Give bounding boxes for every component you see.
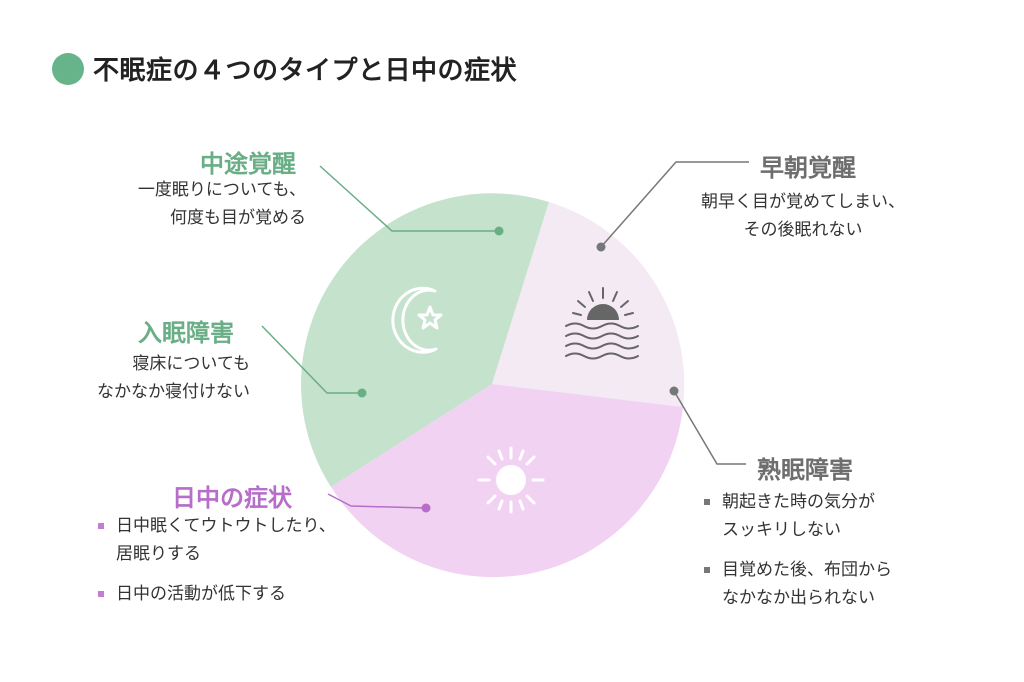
- title-row: 不眠症の４つのタイプと日中の症状: [52, 50, 517, 87]
- desc-sleep-onset: 寝床についても なかなか寝付けない: [40, 350, 250, 406]
- bullet-item: 日中の活動が低下する: [98, 580, 336, 608]
- label-deep-sleep: 熟眠障害: [757, 456, 853, 484]
- bullet-marker: [704, 567, 710, 573]
- label-mid-awakening: 中途覚醒: [200, 150, 296, 178]
- leader-dot-deep-sleep: [669, 386, 679, 396]
- bullet-line: 日中の活動が低下する: [116, 584, 286, 604]
- leader-line-sleep-onset: [261, 325, 362, 394]
- leader-dot-sleep-onset: [357, 388, 367, 398]
- bullet-marker: [98, 591, 104, 597]
- sunrise-over-waves-icon: [565, 287, 639, 360]
- desc-line: 朝早く目が覚めてしまい、: [701, 192, 905, 212]
- page-title: 不眠症の４つのタイプと日中の症状: [93, 56, 518, 86]
- title-bullet-dot: [52, 52, 84, 85]
- bullet-line: 日中眠くてウトウトしたり、: [116, 516, 336, 536]
- bullet-line: 目覚めた後、布団から: [722, 560, 892, 580]
- leader-line-deep-sleep: [673, 390, 746, 465]
- label-early-awakening: 早朝覚醒: [760, 154, 856, 182]
- bullets-daytime-symptoms: 日中眠くてウトウトしたり、 居眠りする 日中の活動が低下する: [98, 512, 336, 608]
- crescent-moon-star-icon: [391, 286, 443, 354]
- desc-line: その後眠れない: [743, 220, 863, 240]
- label-sleep-onset: 入眠障害: [138, 319, 234, 347]
- leader-dot-mid-awakening: [494, 226, 504, 236]
- segment-lavender: [492, 202, 685, 407]
- leader-line-daytime: [327, 493, 427, 509]
- leader-dot-early-awakening: [596, 242, 606, 252]
- desc-line: なかなか寝付けない: [97, 382, 250, 402]
- bullets-deep-sleep: 朝起きた時の気分が スッキリしない 目覚めた後、布団から なかなか出られない: [704, 488, 892, 612]
- sun-icon: [477, 446, 545, 514]
- bullet-item: 目覚めた後、布団から なかなか出られない: [704, 556, 892, 612]
- bullet-line: 居眠りする: [116, 544, 201, 564]
- desc-line: 何度も目が覚める: [170, 208, 306, 228]
- leader-dot-daytime: [421, 503, 431, 513]
- desc-line: 一度眠りについても、: [137, 180, 306, 200]
- bullet-marker: [704, 499, 710, 505]
- bullet-line: スッキリしない: [722, 520, 841, 540]
- bullet-line: 朝起きた時の気分が: [722, 492, 875, 512]
- bullet-item: 朝起きた時の気分が スッキリしない: [704, 488, 892, 544]
- leader-line-early-awakening: [600, 161, 749, 248]
- bullet-item: 日中眠くてウトウトしたり、 居眠りする: [98, 512, 336, 568]
- segment-green: [301, 193, 549, 488]
- bullet-marker: [98, 523, 104, 529]
- desc-line: 寝床についても: [132, 354, 250, 374]
- label-daytime-symptoms: 日中の症状: [172, 484, 292, 512]
- bullet-line: なかなか出られない: [722, 588, 875, 608]
- desc-mid-awakening: 一度眠りについても、 何度も目が覚める: [100, 176, 306, 232]
- leader-line-mid-awakening: [319, 165, 499, 232]
- desc-early-awakening: 朝早く目が覚めてしまい、 その後眠れない: [678, 188, 928, 244]
